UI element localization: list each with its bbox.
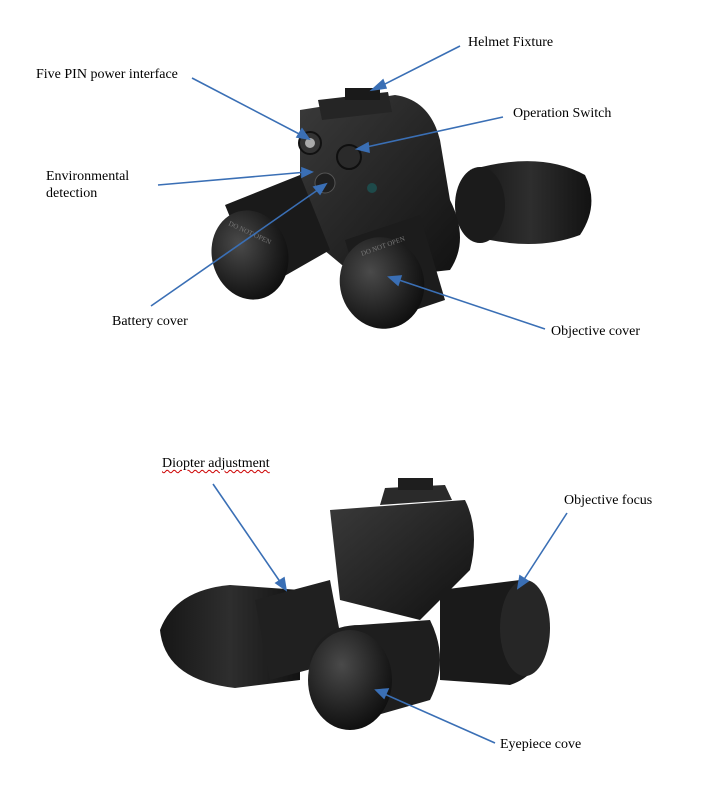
arrowhead-objective-cover: [387, 275, 403, 287]
leader-eyepiece: [379, 691, 496, 744]
arrowhead-operation-switch: [354, 141, 370, 154]
arrowhead-helmet-fixture: [369, 78, 388, 92]
leader-env-detection: [157, 171, 308, 186]
leader-five-pin: [191, 77, 306, 138]
arrowhead-objective-focus: [516, 574, 530, 590]
label-objective-focus: Objective focus: [564, 493, 653, 508]
leader-objective-cover: [392, 277, 546, 330]
top-leader-lines: [150, 45, 546, 330]
arrowhead-diopter: [274, 576, 288, 592]
top-device-image: DO NOT OPEN DO NOT OPEN: [211, 88, 592, 329]
label-battery-cover: Battery cover: [112, 314, 188, 329]
label-diopter-adjustment: Diopter adjustment: [162, 455, 270, 472]
leader-battery-cover: [150, 186, 323, 307]
leader-helmet-fixture: [376, 45, 461, 89]
label-eyepiece-cove: Eyepiece cove: [500, 737, 582, 752]
label-five-pin-power-interface: Five PIN power interface: [36, 67, 178, 82]
label-environmental: Environmental: [46, 169, 130, 184]
label-operation-switch: Operation Switch: [513, 106, 612, 121]
arrowhead-env-detection: [301, 166, 314, 179]
label-detection: detection: [46, 186, 98, 201]
arrowhead-battery-cover: [312, 182, 328, 196]
leader-objective-focus: [520, 512, 568, 585]
label-objective-cover: Objective cover: [551, 324, 641, 339]
label-diopter-adjustment-text: Diopter adjustment: [162, 456, 270, 471]
arrowhead-five-pin: [295, 127, 311, 141]
arrowhead-eyepiece: [374, 688, 390, 700]
bottom-leader-lines: [212, 483, 568, 744]
bottom-device-image: [160, 478, 550, 730]
leader-operation-switch: [361, 116, 504, 149]
leader-diopter: [212, 483, 284, 587]
label-helmet-fixture: Helmet Fixture: [468, 35, 554, 50]
